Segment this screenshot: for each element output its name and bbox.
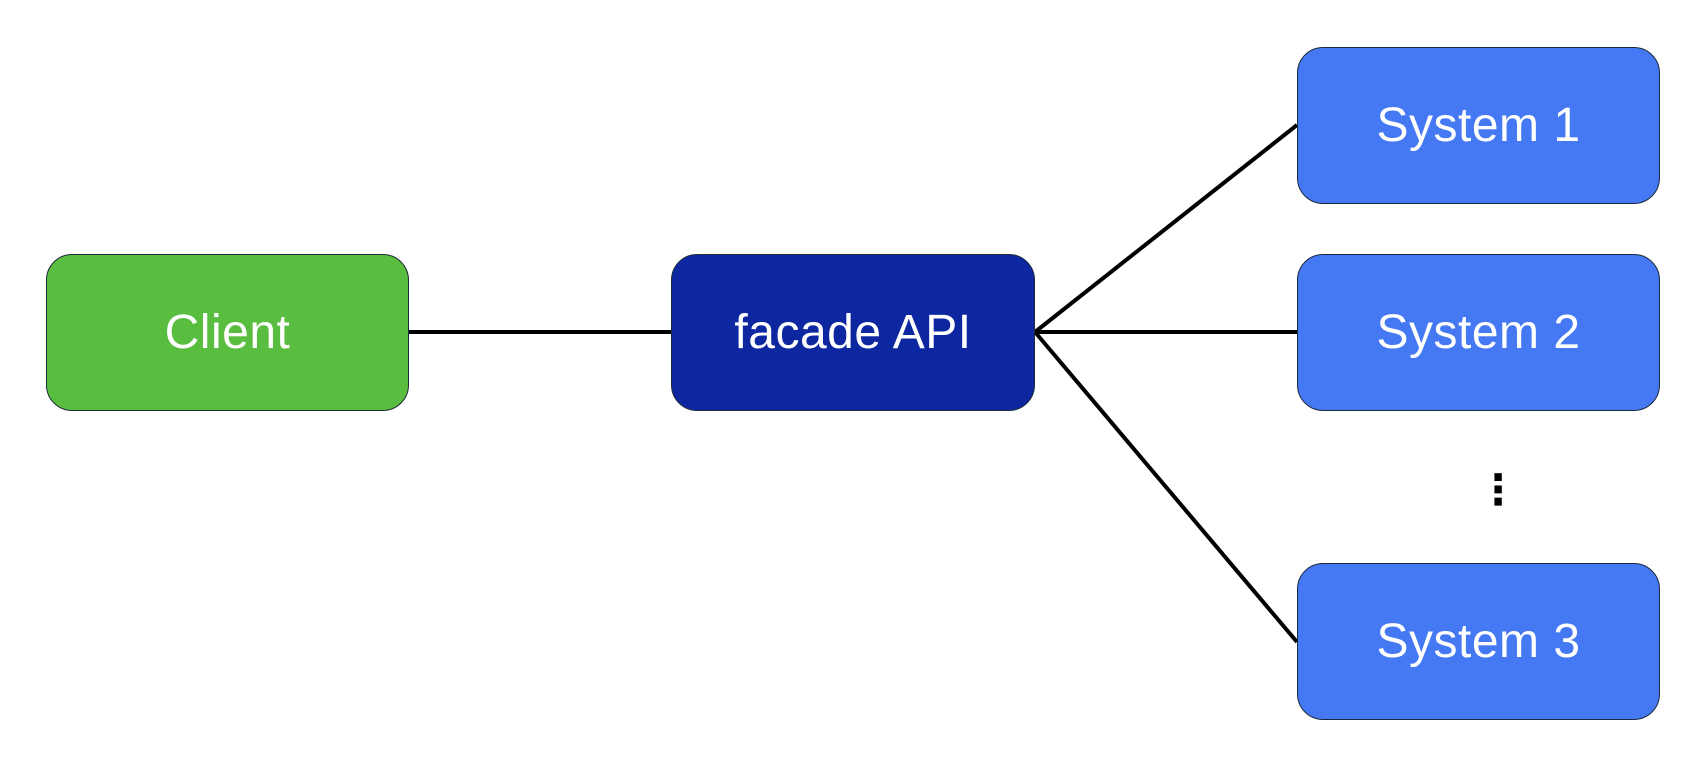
client-node: Client [46,254,409,411]
system-2-node: System 2 [1297,254,1660,411]
client-label: Client [164,306,291,359]
system-1-label: System 1 [1376,99,1581,152]
edge-facade-system-1 [1033,123,1299,334]
facade-api-node: facade API [671,254,1035,411]
edge-facade-system-3 [1033,330,1299,644]
facade-api-label: facade API [734,306,972,359]
system-3-node: System 3 [1297,563,1660,720]
system-2-label: System 2 [1376,306,1581,359]
system-1-node: System 1 [1297,47,1660,204]
system-3-label: System 3 [1376,615,1581,668]
more-systems-ellipsis: ⋮ [1477,466,1519,513]
